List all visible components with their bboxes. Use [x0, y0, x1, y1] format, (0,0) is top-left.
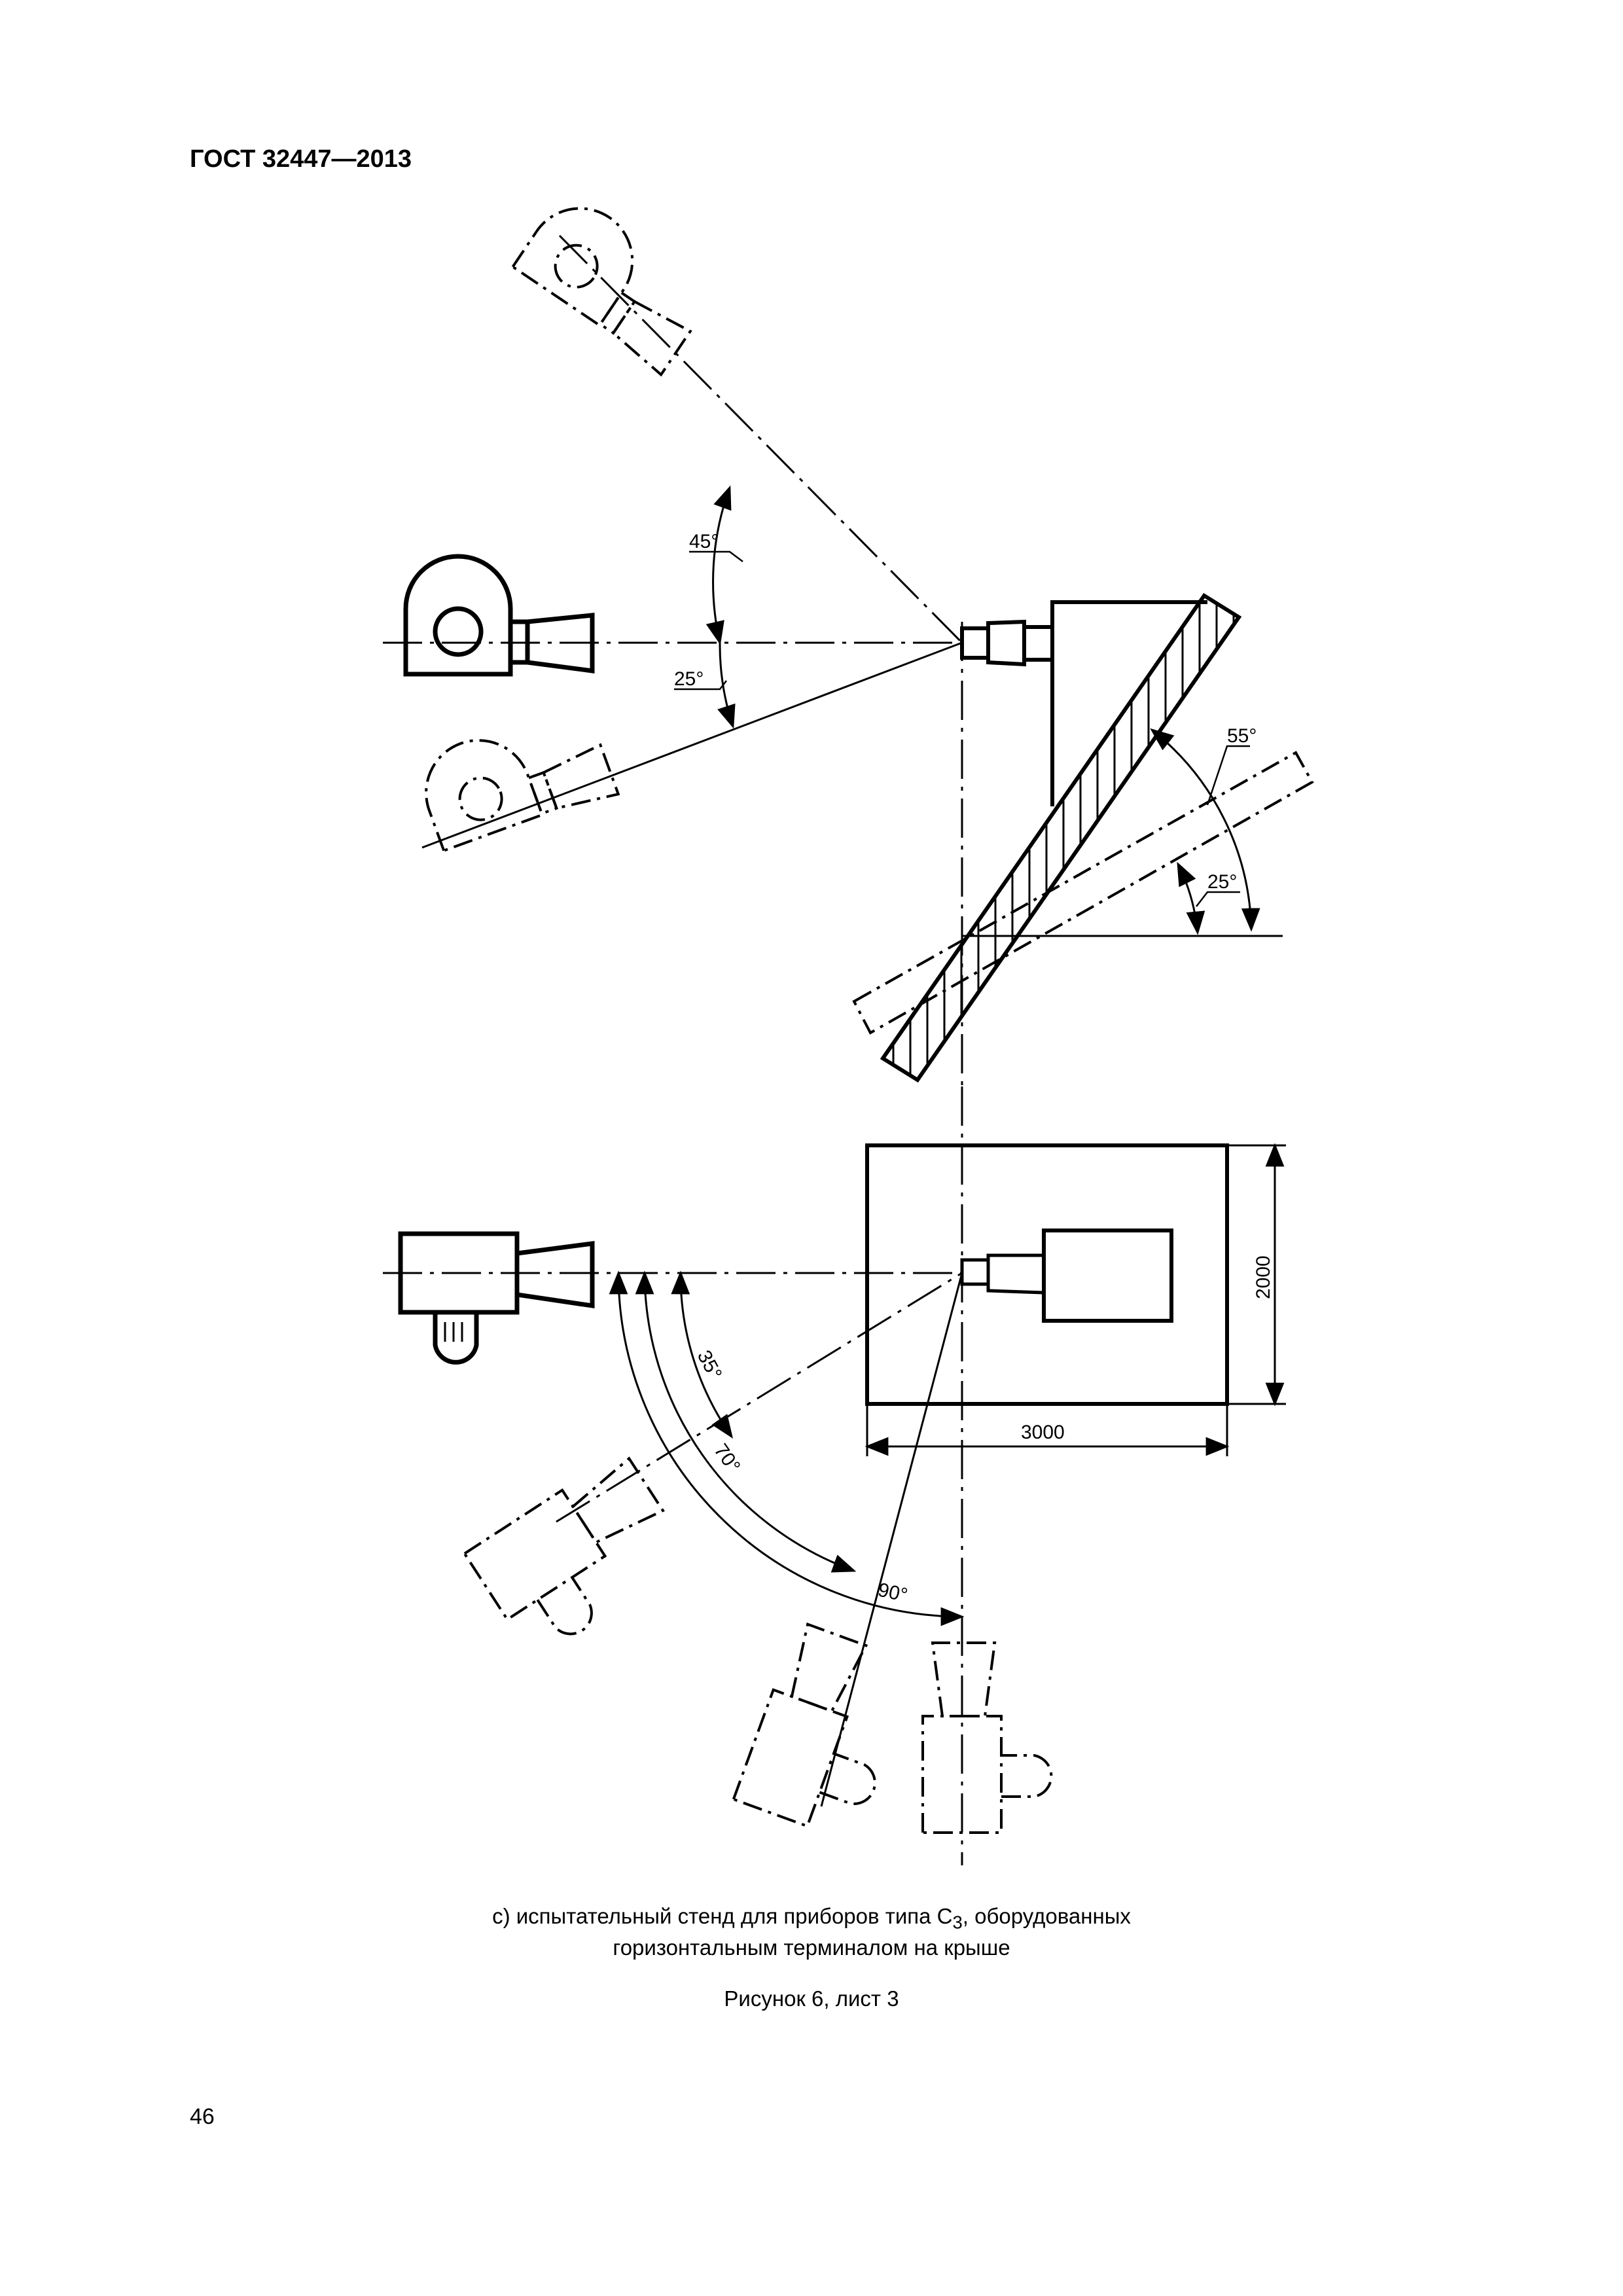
plan-view — [383, 1086, 1286, 1865]
device-0deg — [403, 554, 595, 677]
plan-axis-70deg — [820, 1272, 963, 1807]
plan-device-35deg — [463, 1456, 665, 1636]
arc-70 — [635, 1270, 857, 1573]
caption-line-1: с) испытательный стенд для приборов типа… — [492, 1904, 1131, 1933]
caption-line-2: горизонтальным терминалом на крыше — [613, 1935, 1010, 1960]
dim-label-3000: 3000 — [1021, 1422, 1065, 1443]
arc-90 — [609, 1270, 965, 1626]
dim-label-2000: 2000 — [1253, 1255, 1274, 1299]
plan-device-90deg — [921, 1641, 1053, 1834]
slanted-plate — [880, 592, 1242, 1083]
angle-label-90: 90° — [876, 1579, 910, 1607]
axis-25deg — [421, 641, 963, 849]
angle-label-55: 55° — [1227, 725, 1257, 747]
figure-label: Рисунок 6, лист 3 — [724, 1986, 899, 2011]
device-25deg — [425, 739, 620, 853]
angle-label-45: 45° — [689, 531, 719, 552]
test-object — [960, 600, 1207, 806]
page-number: 46 — [190, 2104, 215, 2129]
top-view-labels: 45° 25° 55° 25° — [674, 531, 1257, 893]
arc-45 — [705, 485, 732, 645]
plan-view-labels: 2000 3000 35° 70° 90° — [693, 1255, 1274, 1606]
device-45deg — [510, 207, 692, 377]
angle-label-35: 35° — [693, 1347, 726, 1384]
angle-label-25: 25° — [674, 668, 704, 690]
document-code: ГОСТ 32447—2013 — [190, 145, 412, 173]
plan-object — [1042, 1229, 1173, 1323]
angle-label-25b: 25° — [1207, 871, 1237, 893]
plan-axis-35deg — [556, 1272, 963, 1523]
arc-55 — [1150, 728, 1260, 932]
plan-device-0deg — [398, 1231, 595, 1365]
axis-45deg — [558, 234, 963, 644]
top-view — [383, 207, 1314, 1086]
plate-25deg — [852, 751, 1314, 1035]
arc-25a — [717, 642, 736, 729]
plan-device-70deg — [732, 1623, 876, 1828]
arc-25b — [1177, 861, 1205, 935]
